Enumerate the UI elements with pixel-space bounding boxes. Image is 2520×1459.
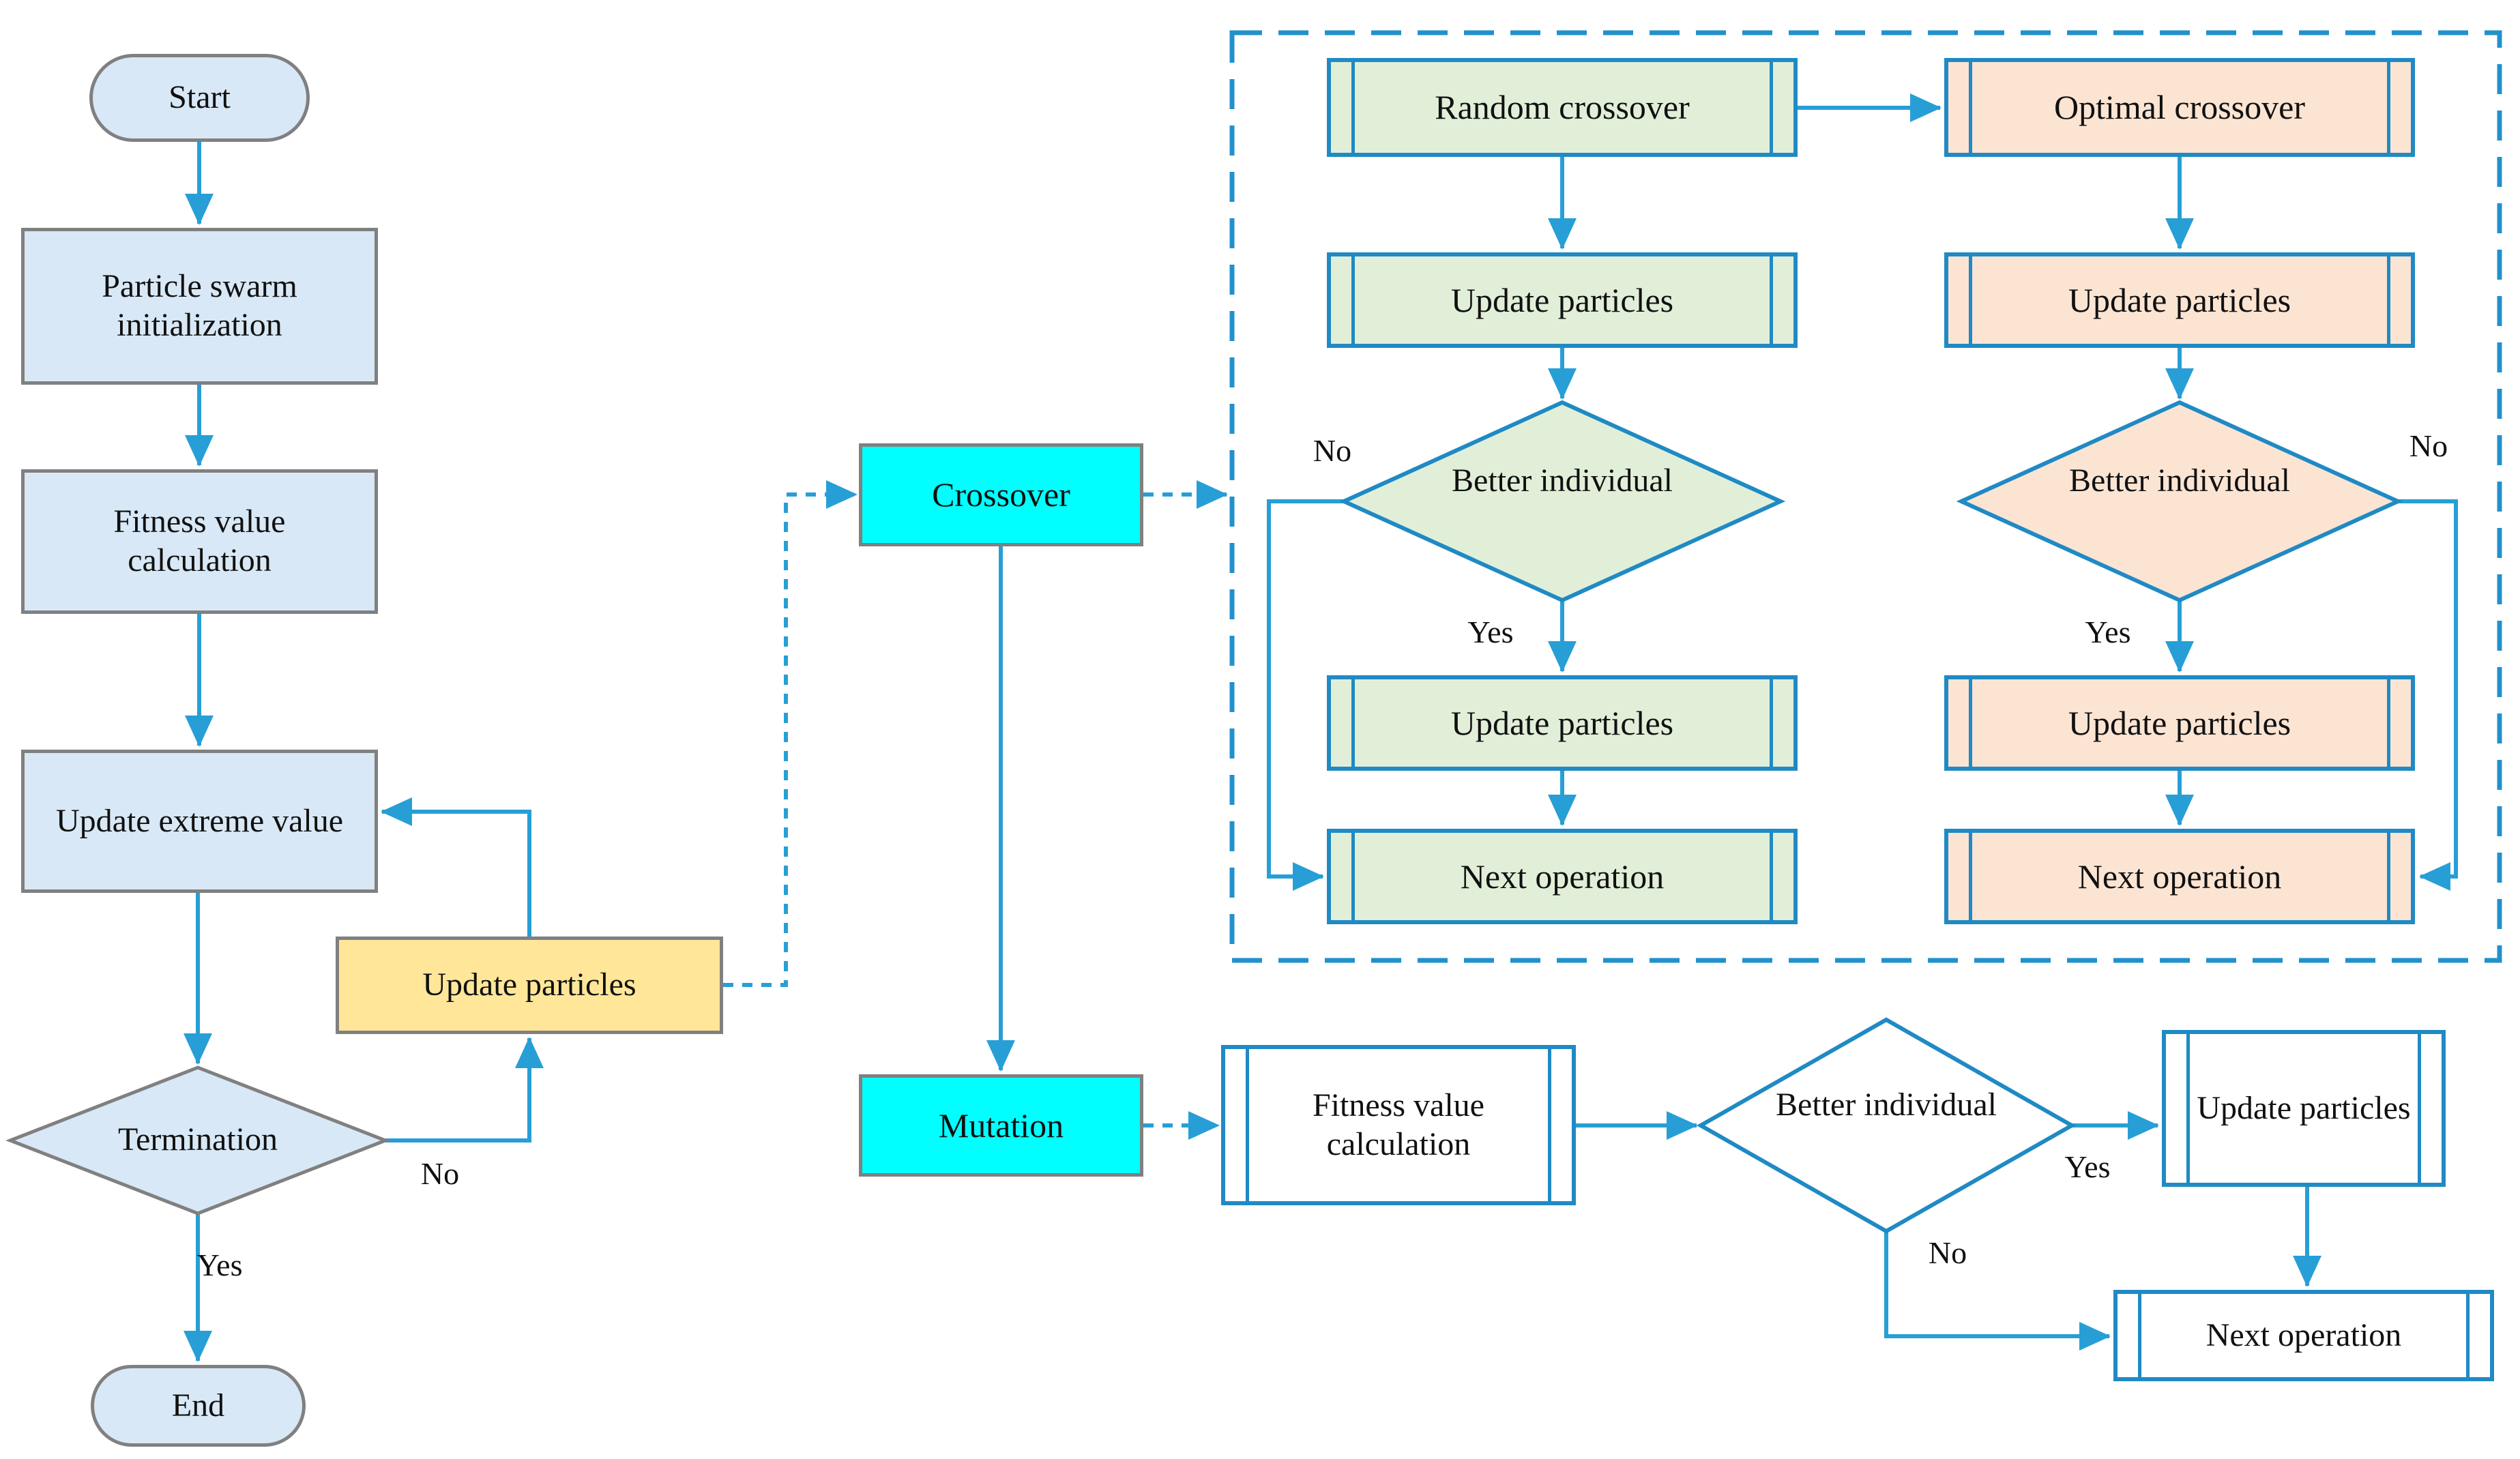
- mutation-node: Mutation: [859, 1074, 1143, 1177]
- fitness-value-calculation-node: Fitness value calculation: [21, 469, 378, 614]
- start-label: Start: [169, 79, 231, 116]
- optimal-crossover-label: Optimal crossover: [2054, 88, 2305, 126]
- edge-termination-no-to-update: [385, 1037, 544, 1143]
- edge-better-green-no-loop: [1267, 499, 1344, 891]
- better-individual-green-shape: [1338, 400, 1786, 603]
- edge-better-orange-no-loop: [2398, 499, 2458, 891]
- better-green-no-label: No: [1313, 433, 1352, 468]
- edge-better-bottom-no: [1884, 1231, 2111, 1351]
- update-extreme-value-label: Update extreme value: [55, 802, 344, 839]
- better-individual-orange-label: Better individual: [2069, 462, 2290, 499]
- mutation-label: Mutation: [938, 1106, 1064, 1145]
- better-individual-bottom-label: Better individual: [1776, 1087, 1997, 1123]
- fitness-value-calculation-label: Fitness value calculation: [113, 503, 286, 578]
- update-particles-green1-node: Update particles: [1327, 252, 1798, 348]
- random-crossover-node: Random crossover: [1327, 58, 1798, 157]
- termination-yes-label: Yes: [196, 1248, 243, 1282]
- edge-update-to-extreme: [381, 797, 531, 937]
- crossover-node: Crossover: [859, 443, 1143, 546]
- next-operation-bottom-node: Next operation: [2113, 1290, 2494, 1381]
- update-particles-green1-label: Update particles: [1450, 280, 1674, 319]
- next-operation-orange-node: Next operation: [1944, 829, 2415, 924]
- next-operation-bottom-label: Next operation: [2206, 1316, 2402, 1353]
- better-orange-yes-label: Yes: [2085, 615, 2131, 649]
- update-particles-loop-node: Update particles: [336, 937, 723, 1034]
- update-particles-orange1-label: Update particles: [2068, 280, 2291, 319]
- better-individual-bottom-shape: [1696, 1017, 2077, 1234]
- update-particles-bottom-label: Update particles: [2197, 1089, 2411, 1126]
- start-node: Start: [89, 54, 310, 142]
- next-operation-green-label: Next operation: [1460, 857, 1665, 896]
- fitness-value-calculation2-node: Fitness value calculation: [1221, 1045, 1576, 1205]
- update-particles-orange1-node: Update particles: [1944, 252, 2415, 348]
- better-bottom-no-label: No: [1928, 1235, 1967, 1270]
- optimal-crossover-node: Optimal crossover: [1944, 58, 2415, 157]
- update-particles-orange2-node: Update particles: [1944, 675, 2415, 771]
- crossover-panel-border: [1229, 30, 2502, 963]
- end-label: End: [171, 1387, 225, 1424]
- update-particles-bottom-node: Update particles: [2162, 1030, 2446, 1187]
- better-individual-green-label: Better individual: [1452, 462, 1673, 499]
- better-bottom-yes-label: Yes: [2064, 1149, 2111, 1184]
- edge-update-to-crossover-dashed: [723, 480, 858, 987]
- particle-swarm-initialization-node: Particle swarm initialization: [21, 228, 378, 385]
- termination-decision-shape: [5, 1065, 390, 1215]
- update-particles-orange2-label: Update particles: [2068, 703, 2291, 742]
- better-orange-no-label: No: [2409, 428, 2448, 463]
- termination-label: Termination: [118, 1121, 278, 1158]
- update-particles-loop-label: Update particles: [422, 967, 636, 1003]
- particle-swarm-initialization-label: Particle swarm initialization: [102, 268, 297, 343]
- update-particles-green2-label: Update particles: [1450, 703, 1674, 742]
- update-extreme-value-node: Update extreme value: [21, 750, 378, 893]
- fitness-value-calculation2-label: Fitness value calculation: [1313, 1087, 1484, 1162]
- next-operation-orange-label: Next operation: [2077, 857, 2282, 896]
- end-node: End: [91, 1365, 306, 1447]
- better-individual-orange-shape: [1956, 400, 2403, 603]
- termination-no-label: No: [420, 1156, 460, 1191]
- update-particles-green2-node: Update particles: [1327, 675, 1798, 771]
- random-crossover-label: Random crossover: [1435, 88, 1690, 126]
- better-green-yes-label: Yes: [1467, 615, 1514, 649]
- crossover-label: Crossover: [932, 475, 1070, 514]
- next-operation-green-node: Next operation: [1327, 829, 1798, 924]
